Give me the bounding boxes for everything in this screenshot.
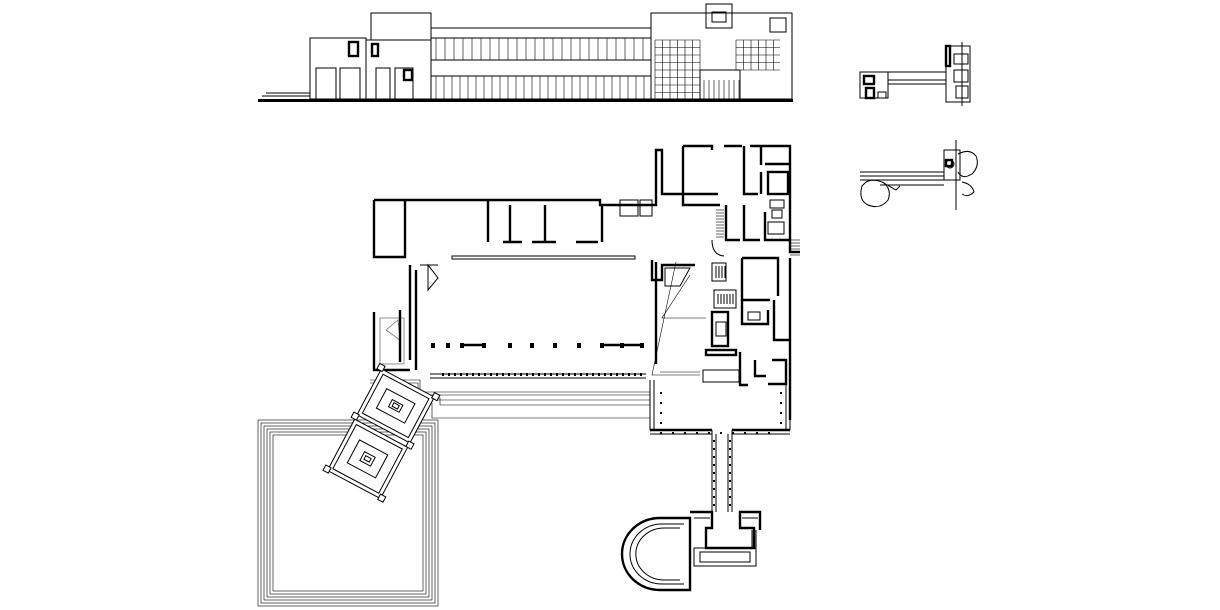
courtyard-pool: [257, 362, 441, 607]
elevation-gallery: [430, 27, 652, 100]
site-plan-lower: [860, 140, 978, 210]
gallery-long-bench: [451, 255, 636, 260]
ground-line: [258, 99, 793, 102]
site-plan-upper: [859, 42, 971, 106]
elevation-right-block: [650, 12, 793, 100]
floor-plan: [370, 144, 800, 592]
building-elevation: [258, 3, 793, 102]
rotated-pavilions: [322, 362, 441, 503]
